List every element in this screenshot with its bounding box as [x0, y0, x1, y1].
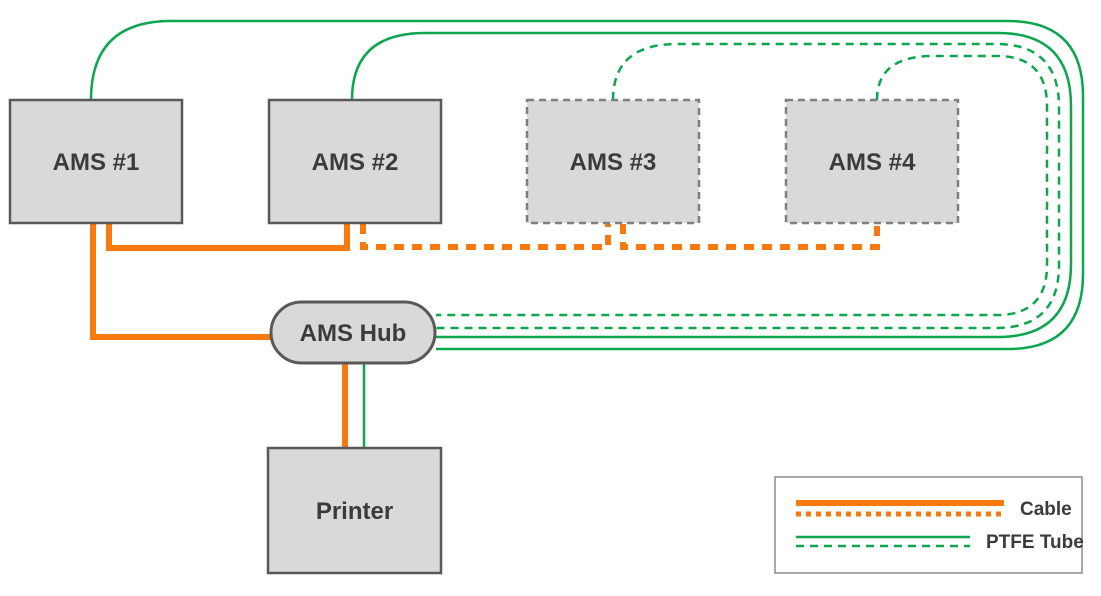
legend: Cable PTFE Tube: [774, 476, 1084, 574]
cable-ams2-to-ams3: [360, 224, 611, 250]
printer-box: [266, 446, 443, 575]
ams2-box: [267, 98, 443, 225]
tube-ams2-loop: [350, 31, 1073, 339]
ams4-box: [784, 98, 960, 225]
cable-ams1-to-ams2: [106, 223, 350, 251]
legend-ptfe-label: PTFE Tube: [986, 532, 1084, 553]
legend-box: [774, 476, 1083, 574]
cable-paths: [90, 223, 880, 448]
ams3-box: [525, 98, 701, 225]
legend-cable-label: Cable: [1020, 499, 1072, 520]
legend-tube-swatch: [796, 535, 970, 548]
ams1-box: [8, 98, 184, 225]
tube-ams4-loop: [436, 54, 1049, 317]
solid-border-boxes: [8, 98, 443, 575]
node-labels: AMS #1 AMS #2 AMS #3 AMS #4 AMS Hub Prin…: [53, 149, 916, 525]
ams-hub-pill: [269, 300, 437, 365]
ams2-label: AMS #2: [312, 149, 399, 176]
cable-ams3-to-ams4: [620, 224, 880, 250]
legend-cable-swatch: [796, 500, 1004, 517]
ams3-label: AMS #3: [570, 149, 657, 176]
dashed-border-boxes: [525, 98, 960, 225]
legend-labels: Cable PTFE Tube: [986, 499, 1084, 553]
printer-label: Printer: [316, 498, 393, 525]
ams4-label: AMS #4: [829, 149, 916, 176]
ams1-label: AMS #1: [53, 149, 140, 176]
cable-ams1-to-hub: [90, 223, 271, 340]
ptfe-tube-paths: [89, 19, 1085, 448]
node-boxes: [8, 98, 960, 575]
tube-ams1-loop: [89, 19, 1085, 351]
ams-hub-label: AMS Hub: [300, 320, 407, 347]
tube-ams3-loop: [436, 42, 1061, 330]
